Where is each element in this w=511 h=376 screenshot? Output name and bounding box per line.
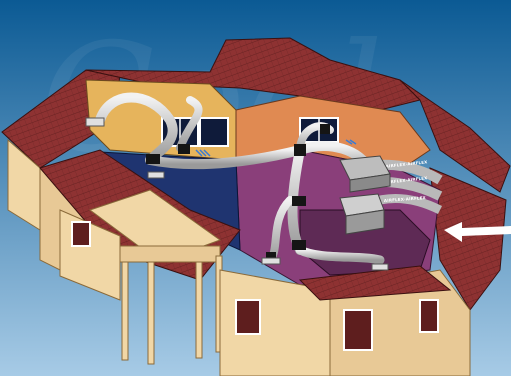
window-front-left [72, 222, 90, 246]
portico-column-1 [122, 262, 128, 360]
portico-column-3 [196, 262, 202, 358]
ducted-unit [340, 194, 384, 234]
window-lower-2 [344, 310, 372, 350]
window-lower-3 [420, 300, 438, 332]
portico-column-2 [148, 262, 154, 364]
window-lower-1 [236, 300, 260, 334]
portico-beam [120, 246, 220, 262]
window-back-mid [200, 118, 228, 146]
